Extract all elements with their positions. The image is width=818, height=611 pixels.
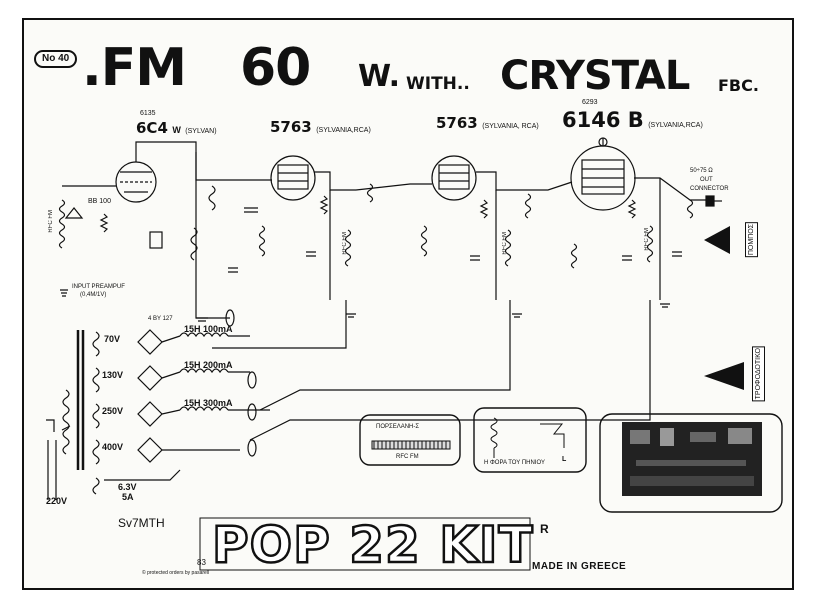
inset-pcb	[599, 413, 783, 513]
tube-6146b	[570, 137, 636, 211]
arrow-transmitter	[704, 226, 730, 254]
tube-2-name: 5763	[270, 118, 312, 136]
filament-current: 5A	[122, 492, 134, 502]
author-callsign: Sv7MTH	[118, 516, 165, 530]
output-connector-label: CONNECTOR	[690, 186, 729, 192]
rfc-label-4: RFC FM	[644, 228, 650, 251]
voltage-130: 130V	[102, 370, 124, 380]
title-fm: .FM	[82, 38, 187, 98]
rfc-label-2: RFC FM	[342, 232, 348, 255]
title-power: 60	[240, 38, 311, 98]
transmitter-tag: ΠΟΜΠΟΣ	[745, 222, 758, 258]
output-connector	[705, 195, 722, 207]
inset-rfc	[359, 414, 461, 466]
title-fbc: FBC.	[718, 76, 759, 95]
voltage-6v3: 6.3V	[118, 482, 137, 492]
rfc-label-3: RFC FM	[502, 232, 508, 255]
registered-mark: R	[540, 522, 549, 536]
output-impedance: 50÷75 Ω	[690, 168, 713, 174]
tube-1-name: 6C4	[136, 119, 168, 137]
tube-3-name: 5763	[436, 114, 478, 132]
voltage-400: 400V	[102, 442, 124, 452]
output-label: OUT	[700, 177, 713, 183]
tube-2-maker: (SYLVANIA,RCA)	[316, 127, 371, 134]
rfc-inset-title: ΠΟΡΣΕΛΑΝΗ-Σ	[376, 424, 420, 430]
input-label: INPUT PREAMPUF	[72, 284, 125, 290]
tube-3-maker: (SYLVANIA, RCA)	[482, 123, 539, 130]
voltage-70: 70V	[104, 334, 121, 344]
rfc-inset-caption: RFC FM	[396, 454, 419, 460]
title-watt: W.	[358, 59, 401, 94]
arrow-power-supply	[704, 362, 744, 390]
tube-4-name: 6146 B	[562, 108, 644, 132]
tube-6c4	[115, 161, 157, 203]
title-crystal: CRYSTAL	[500, 53, 690, 99]
tube-1-suffix: W	[172, 125, 181, 135]
rectifier-label: 4 BY 127	[148, 316, 173, 322]
rfc-label-1: RFC FM	[48, 210, 54, 233]
page-number: 83	[197, 558, 206, 567]
power-supply-tag: ΤΡΟΦΟΔΟΤΙΚΟ	[752, 346, 765, 402]
title-with: WITH..	[406, 74, 470, 94]
pcb-photo	[622, 422, 762, 496]
brand-logo: POP 22 KIT	[211, 516, 534, 574]
protected-notice: © protected orders by pasarell	[142, 570, 210, 576]
inset-coil	[473, 407, 587, 473]
tube-3-label: 5763 (SYLVANIA, RCA)	[436, 114, 539, 133]
coil-inset-letter: L	[562, 456, 567, 463]
issue-badge: No 40	[34, 50, 78, 68]
tube-1-maker: (SYLVAN)	[185, 128, 217, 135]
made-in-label: MADE IN GREECE	[532, 561, 627, 572]
mains-voltage: 220V	[46, 496, 68, 506]
choke-2-label: 15H 200mA	[184, 360, 233, 370]
tube-1-label: 6C4 W (SYLVAN)	[136, 119, 217, 138]
tube-2-label: 5763 (SYLVANIA,RCA)	[270, 118, 371, 137]
tube-4-label: 6146 B (SYLVANIA,RCA)	[562, 108, 703, 132]
tube-1-code: 6135	[140, 110, 156, 117]
voltage-250: 250V	[102, 406, 124, 416]
choke-1-label: 15H 100mA	[184, 324, 233, 334]
brand-frame	[199, 517, 531, 571]
tube-5763-b	[431, 155, 477, 201]
tube-4-maker: (SYLVANIA,RCA)	[648, 122, 703, 129]
tube-4-code: 6293	[582, 99, 598, 106]
input-sub-label: (0,4M/1V)	[80, 292, 107, 298]
choke-3-label: 15H 300mA	[184, 398, 233, 408]
diode-label: BB 100	[88, 198, 111, 205]
coil-inset-caption: Η ΦΟΡΑ ΤΟΥ ΠΗΝΙΟΥ	[484, 460, 545, 466]
tube-5763-a	[270, 155, 316, 201]
